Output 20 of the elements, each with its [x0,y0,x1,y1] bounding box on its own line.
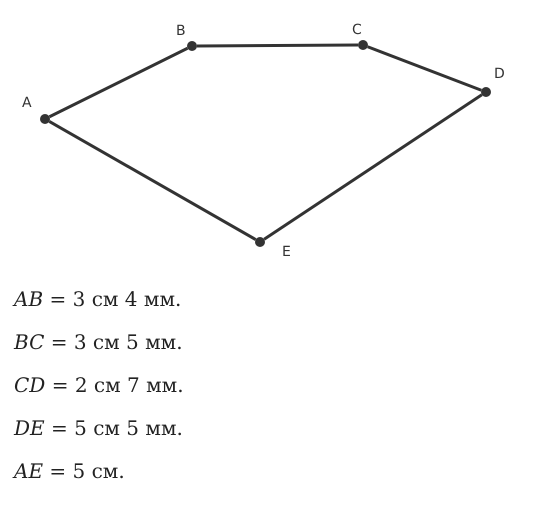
polygon-side [48,46,188,118]
vertex-point [358,40,368,50]
polygon-side [367,45,482,92]
vertex-label: C [352,23,362,37]
length-statement: BC = 3 см 5 мм. [14,330,183,354]
vertex-label: D [494,67,505,81]
length-statement: AB = 3 см 4 мм. [14,287,182,311]
vertex-label: E [282,245,291,259]
polygon-side [48,120,256,241]
polygon-side [197,44,358,48]
length-statement: CD = 2 см 7 мм. [14,373,184,397]
length-statement: AE = 5 см. [14,459,125,483]
vertex-point [481,87,491,97]
vertex-point [40,114,50,124]
polygon-side [263,94,483,240]
vertex-label: A [22,96,32,110]
vertex-point [255,237,265,247]
vertex-label: B [176,24,186,38]
length-statement: DE = 5 см 5 мм. [14,416,183,440]
vertex-point [187,41,197,51]
